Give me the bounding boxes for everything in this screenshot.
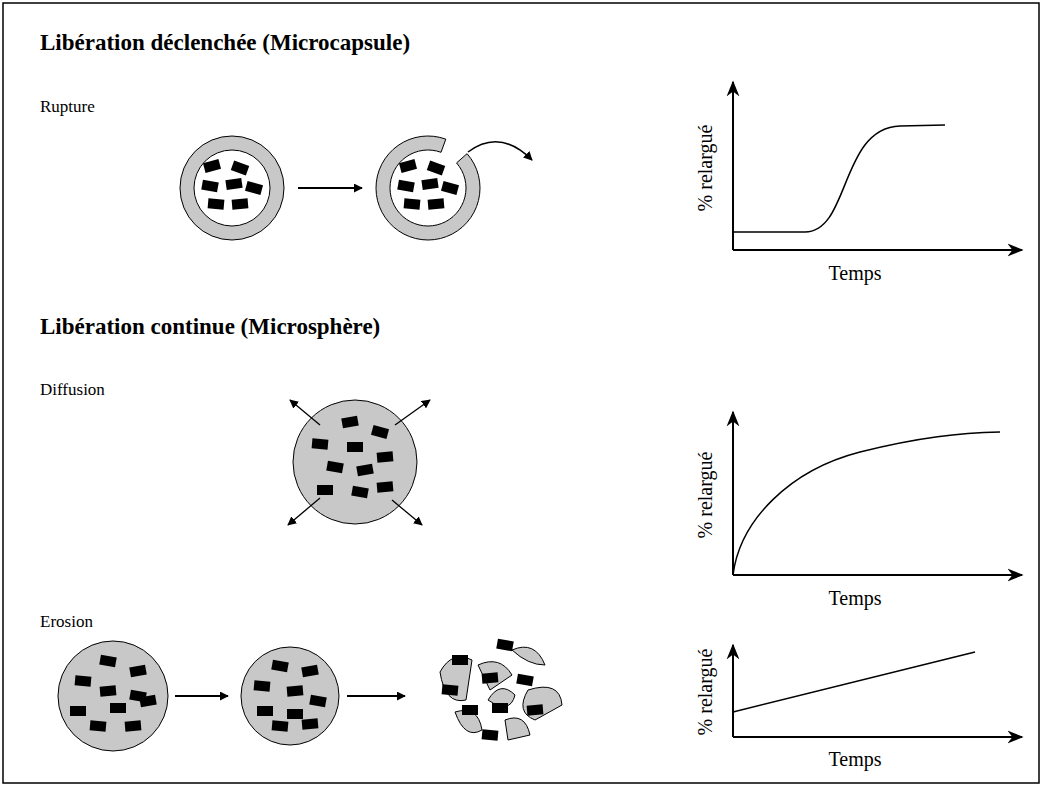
axis-label: Temps: [828, 262, 881, 285]
release-curve: [733, 652, 975, 712]
mechanism-label: Rupture: [40, 97, 95, 117]
axis-label: % relargué: [694, 649, 717, 736]
diffusion-arrows: [288, 400, 430, 525]
x-axis: [733, 249, 1022, 251]
x-axis: [733, 574, 1022, 576]
axis-label: % relargué: [694, 452, 717, 539]
step-arrow: [347, 695, 405, 697]
y-axis: [732, 645, 734, 737]
x-axis: [733, 736, 1022, 738]
mechanism-label: Erosion: [40, 612, 93, 632]
broken-capsule: [376, 136, 480, 240]
capsule-shell: [187, 143, 277, 233]
capsule-core: [194, 150, 270, 226]
axis-label: % relargué: [694, 125, 717, 212]
release-arrow: [468, 142, 532, 160]
drug-particles: [70, 159, 543, 741]
section-heading: Libération continue (Microsphère): [40, 314, 380, 340]
step-arrow: [298, 187, 362, 189]
axis-label: Temps: [828, 587, 881, 610]
release-curve: [733, 432, 1000, 575]
section-heading: Libération déclenchée (Microcapsule): [40, 30, 410, 56]
axis-label: Temps: [828, 748, 881, 771]
frame: [3, 3, 1039, 783]
step-arrow: [175, 695, 228, 697]
release-curve: [733, 125, 945, 232]
y-axis: [732, 82, 734, 250]
microsphere: [58, 641, 168, 751]
eroding-sphere: [241, 647, 339, 745]
mechanism-label: Diffusion: [40, 380, 105, 400]
capsule-outline: [180, 136, 284, 240]
y-axis: [732, 412, 734, 575]
fragments: [440, 647, 562, 740]
